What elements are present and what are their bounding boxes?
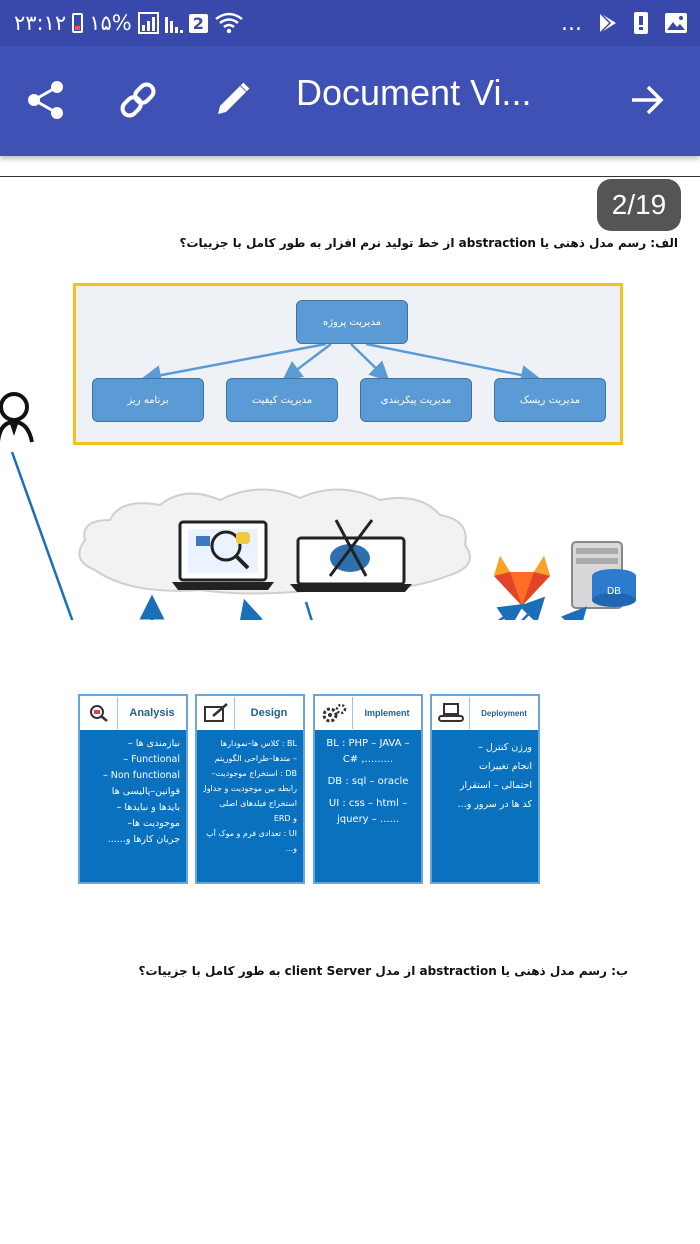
sdlc-diagram: DB (0, 392, 636, 620)
cloud-shape (78, 488, 471, 595)
phase-line: کد ها در سرور و... (457, 799, 532, 810)
page-indicator: 2/19 (597, 179, 681, 231)
node-configuration-management: مدیریت پیکربندی (360, 378, 472, 422)
phase-line: نیازمندی ها – (127, 738, 180, 749)
phase-line: قوانین–پالیسی ها (111, 786, 180, 797)
phase-line: موجودیت ها– (127, 818, 180, 829)
node-risk-management: مدیریت ریسک (494, 378, 606, 422)
document-title: Document Vi... (296, 72, 532, 113)
heading-a: الف: رسم مدل ذهنی یا abstraction از خط ت… (179, 236, 678, 250)
signal-icon (137, 12, 159, 34)
status-bar: ۲۳:۱۲ ۱۵% 2 ... (0, 0, 700, 46)
signal-bars-icon (164, 13, 183, 33)
sim-badge: 2 (188, 13, 208, 33)
phase-line: انجام تغییرات (479, 761, 532, 772)
phase-label: Analysis (129, 707, 175, 719)
phase-line: Functional – (123, 754, 180, 765)
db-label: DB (607, 586, 621, 597)
phase-line: Non functional – (102, 770, 180, 781)
phase-line: – متدها–طراحی الگوریتم (214, 754, 297, 763)
magnifier-icon (80, 697, 118, 729)
phase-line: احتمالی – استقرار (459, 780, 532, 791)
phase-line: رابطه بین موجودیت و جداول (203, 784, 297, 793)
image-icon (665, 13, 687, 33)
share-button[interactable] (22, 76, 70, 124)
project-management-chart: مدیریت پروژه برنامه ریز مدیریت کیفیت مدی… (73, 283, 623, 445)
alert-icon (634, 12, 648, 34)
phase-line: BL : PHP – JAVA – (326, 738, 410, 749)
phase-design: Design BL : کلاس ها–نمودارها – متدها–طرا… (195, 694, 305, 884)
gears-icon (315, 697, 353, 729)
phase-line: و ERD (273, 814, 297, 823)
clock: ۲۳:۱۲ (14, 11, 67, 35)
laptop-analysis-icon (172, 520, 274, 590)
battery-icon (72, 13, 84, 33)
phase-analysis: Analysis نیازمندی ها – Functional – Non … (78, 694, 188, 884)
phase-label: Implement (364, 708, 410, 718)
node-planner: برنامه ریز (92, 378, 204, 422)
phase-label: Deployment (481, 708, 527, 718)
pen-tablet-icon (197, 697, 235, 729)
phase-label: Design (250, 707, 288, 719)
phase-line: جریان کارها و...... (107, 834, 180, 845)
laptop-design-icon (290, 519, 412, 592)
battery-percent: ۱۵% (89, 11, 132, 35)
pencil-icon (218, 82, 250, 114)
phase-line: DB : استخراج موجودیت– (211, 769, 297, 778)
gitlab-icon (494, 556, 550, 606)
app-bar: Document Vi... (0, 46, 700, 156)
link-icon (120, 82, 156, 118)
phase-line: jquery – ...... (336, 814, 400, 825)
more-notifications: ... (561, 10, 582, 36)
phase-line: UI : تعدادی فرم و موک آپ (206, 829, 297, 838)
phase-line: ورژن کنترل – (478, 742, 532, 753)
link-button[interactable] (114, 76, 162, 124)
chart-connectors (141, 342, 541, 386)
phase-deployment: Deployment ورژن کنترل – انجام تغییرات اح… (430, 694, 540, 884)
share-icon (28, 81, 63, 119)
user-icon (0, 392, 34, 443)
phase-line: و... (285, 844, 298, 853)
arrow-forward-icon (632, 85, 664, 115)
edit-button[interactable] (208, 76, 256, 124)
phase-implement: Implement BL : PHP – JAVA – C# ,........… (313, 694, 423, 884)
phase-line: UI : css – html – (328, 798, 408, 809)
node-project-management: مدیریت پروژه (296, 300, 408, 344)
phase-line: استخراج فیلدهای اصلی (219, 799, 297, 808)
play-store-icon (599, 12, 616, 34)
heading-b: ب: رسم مدل ذهنی یا abstraction از مدل cl… (138, 964, 628, 978)
phase-line: C# ,......... (342, 754, 394, 765)
forward-button[interactable] (622, 76, 670, 124)
phase-line: بایدها و نبایدها – (116, 802, 180, 813)
wifi-icon (215, 12, 243, 34)
database-server-icon: DB (571, 541, 636, 609)
node-quality-management: مدیریت کیفیت (226, 378, 338, 422)
phase-line: BL : کلاس ها–نمودارها (220, 739, 297, 748)
conveyor-icon (432, 697, 470, 729)
phase-line: DB : sql – oracle (327, 776, 409, 787)
